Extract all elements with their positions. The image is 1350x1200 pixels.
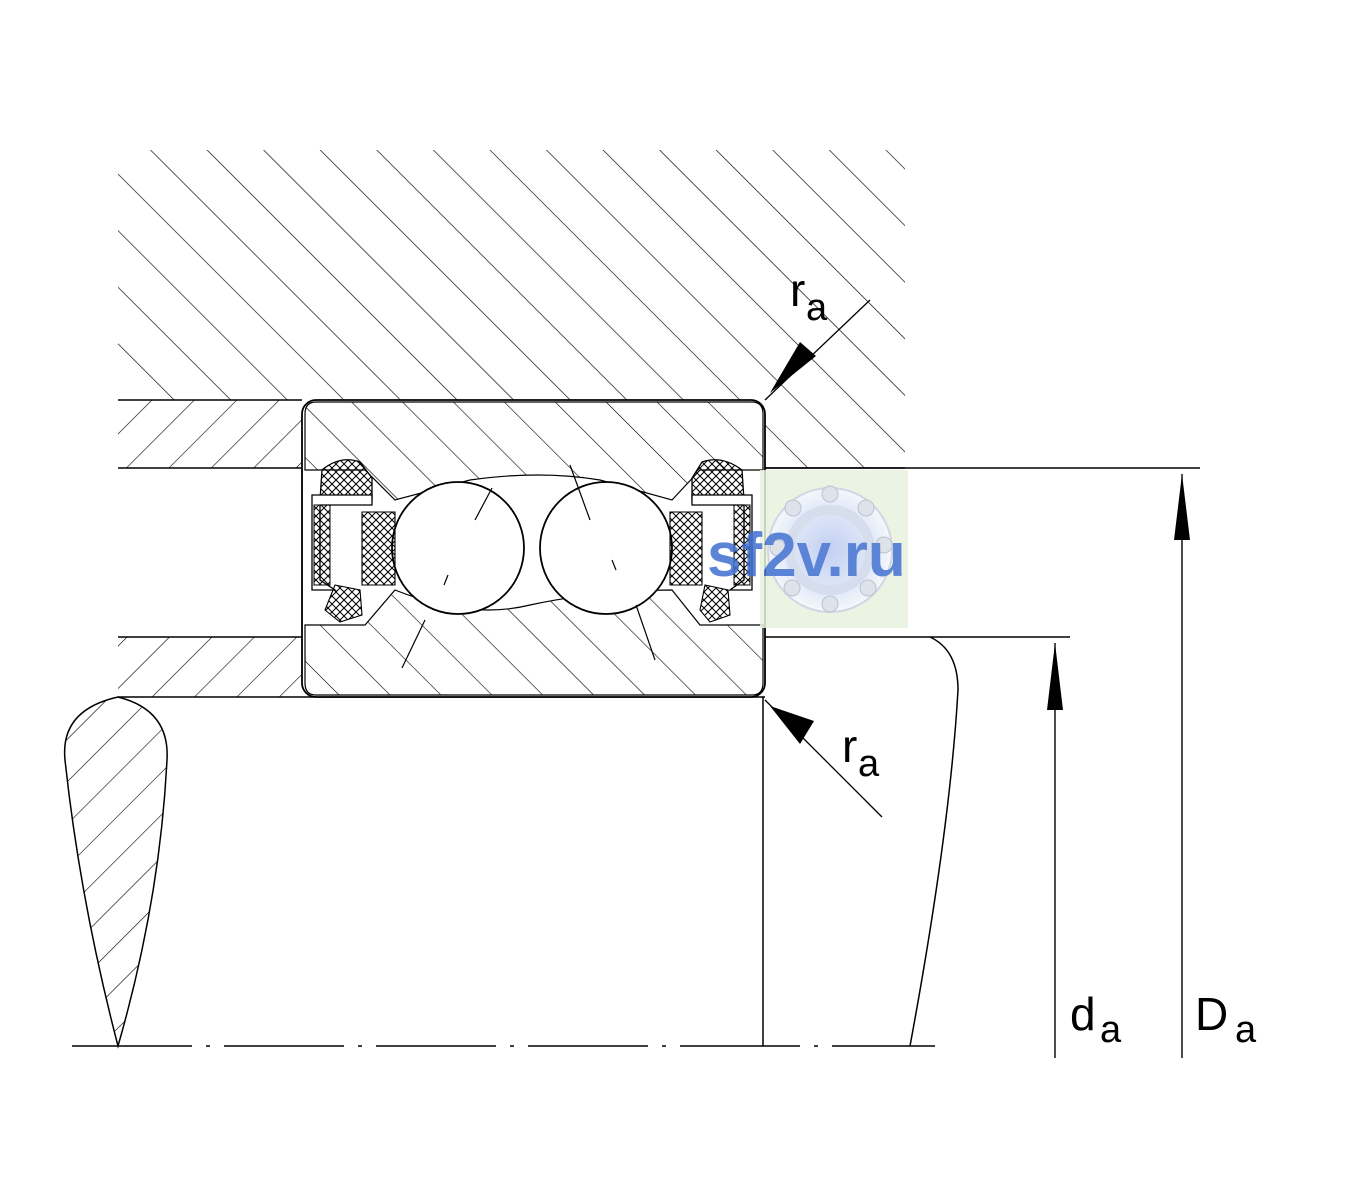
ra-top-label: ra xyxy=(790,264,828,329)
watermark-text: sf2v.ru xyxy=(707,521,906,590)
da-dimension xyxy=(1047,643,1063,1058)
housing xyxy=(118,150,905,469)
ra-bottom-label: ra xyxy=(842,720,880,785)
ball-left xyxy=(391,481,525,615)
ra-top-arrow xyxy=(764,299,871,401)
watermark: sf2v.ru xyxy=(707,470,908,628)
left-seal xyxy=(311,459,396,623)
outer-ring xyxy=(304,401,764,501)
right-seal xyxy=(669,459,753,623)
shaft-section xyxy=(63,696,168,1049)
bearing xyxy=(301,399,766,698)
ball-right xyxy=(539,481,673,615)
ra-bottom-arrow xyxy=(764,699,883,818)
Da-dimension xyxy=(1174,474,1190,1058)
shaft-outline xyxy=(909,636,959,1047)
